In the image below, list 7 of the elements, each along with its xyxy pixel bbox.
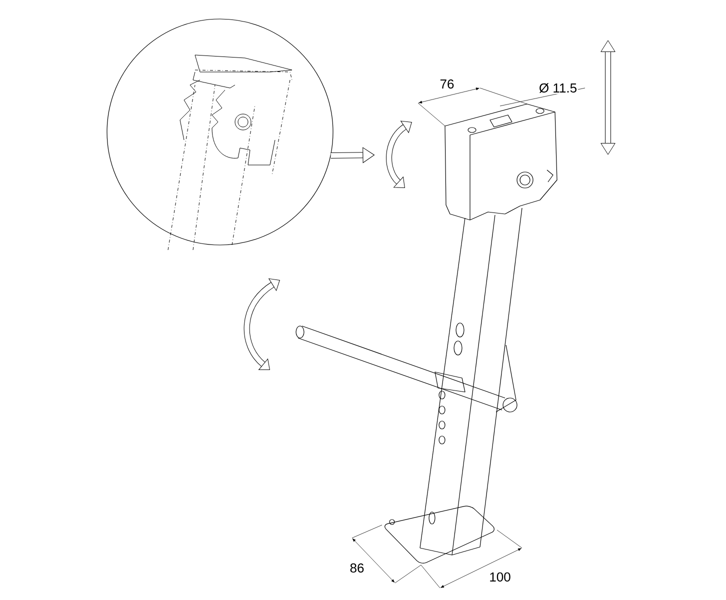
dimension-label: Ø 11.5 xyxy=(538,82,578,94)
jack-stand-drawing xyxy=(296,104,558,564)
detail-circle xyxy=(106,18,334,246)
dimension-label: 76 xyxy=(438,78,456,90)
dimension-label: 100 xyxy=(488,571,512,583)
arrow xyxy=(330,147,374,163)
dimension-label: 86 xyxy=(348,562,366,574)
